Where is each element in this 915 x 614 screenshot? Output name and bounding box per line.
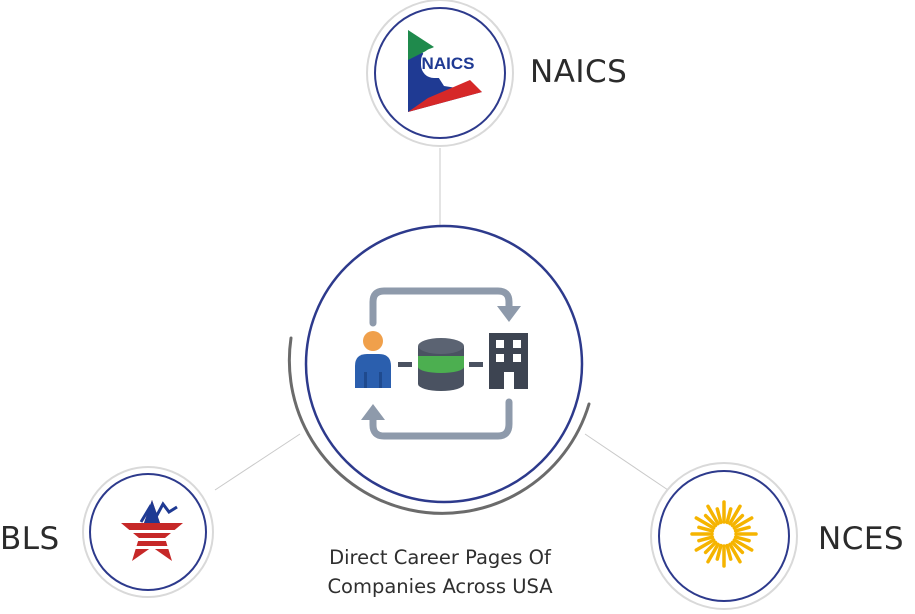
sun-ray [697, 525, 715, 533]
nces-node[interactable] [650, 462, 798, 610]
bls-label: BLS [0, 521, 60, 557]
sun-ray [728, 504, 742, 526]
database-icon [418, 338, 464, 391]
caption-line-1: Direct Career Pages Of [329, 546, 551, 569]
hub [287, 224, 591, 515]
sun-ray [732, 516, 754, 530]
link-dash-right [469, 362, 483, 367]
naics-node[interactable]: NAICS [366, 0, 514, 147]
link-dash-left [398, 362, 412, 367]
hub-caption: Direct Career Pages Of Companies Across … [260, 543, 620, 601]
sun-ray [706, 504, 720, 526]
sun-ray [715, 543, 723, 561]
arrow-head-up [361, 404, 385, 420]
sun-ray [725, 507, 733, 525]
svg-text:NAICS: NAICS [422, 54, 475, 73]
sun-ray [733, 535, 751, 543]
sun-ray [730, 513, 745, 528]
sun-ray [694, 538, 716, 552]
connector-bls [214, 433, 301, 491]
sun-ray [694, 516, 716, 530]
bls-star-logo [118, 500, 186, 561]
sun-ray [725, 543, 733, 561]
nces-sun-logo [690, 500, 758, 568]
sun-ray [703, 513, 718, 528]
person-icon [355, 331, 391, 388]
caption-line-2: Companies Across USA [327, 575, 553, 598]
sun-ray [730, 540, 745, 555]
arrow-head-down [497, 306, 521, 322]
sun-ray [715, 507, 723, 525]
naics-logo: NAICS [408, 30, 482, 112]
sun-ray [733, 525, 751, 533]
connector-nces [584, 433, 669, 491]
naics-label: NAICS [530, 54, 628, 90]
nces-label: NCES [818, 521, 905, 557]
sun-ray [703, 540, 718, 555]
hub-swoosh [287, 336, 591, 515]
bls-node[interactable] [82, 466, 214, 598]
sync-arrow-top [369, 287, 513, 327]
sync-arrow-bottom [369, 398, 513, 440]
sun-ray [706, 542, 720, 564]
person-database-building-sync-icon [355, 287, 528, 440]
sun-ray [728, 542, 742, 564]
sun-ray [697, 535, 715, 543]
nces-inner-ring [658, 470, 790, 602]
building-icon [489, 333, 528, 389]
sun-ray [732, 538, 754, 552]
